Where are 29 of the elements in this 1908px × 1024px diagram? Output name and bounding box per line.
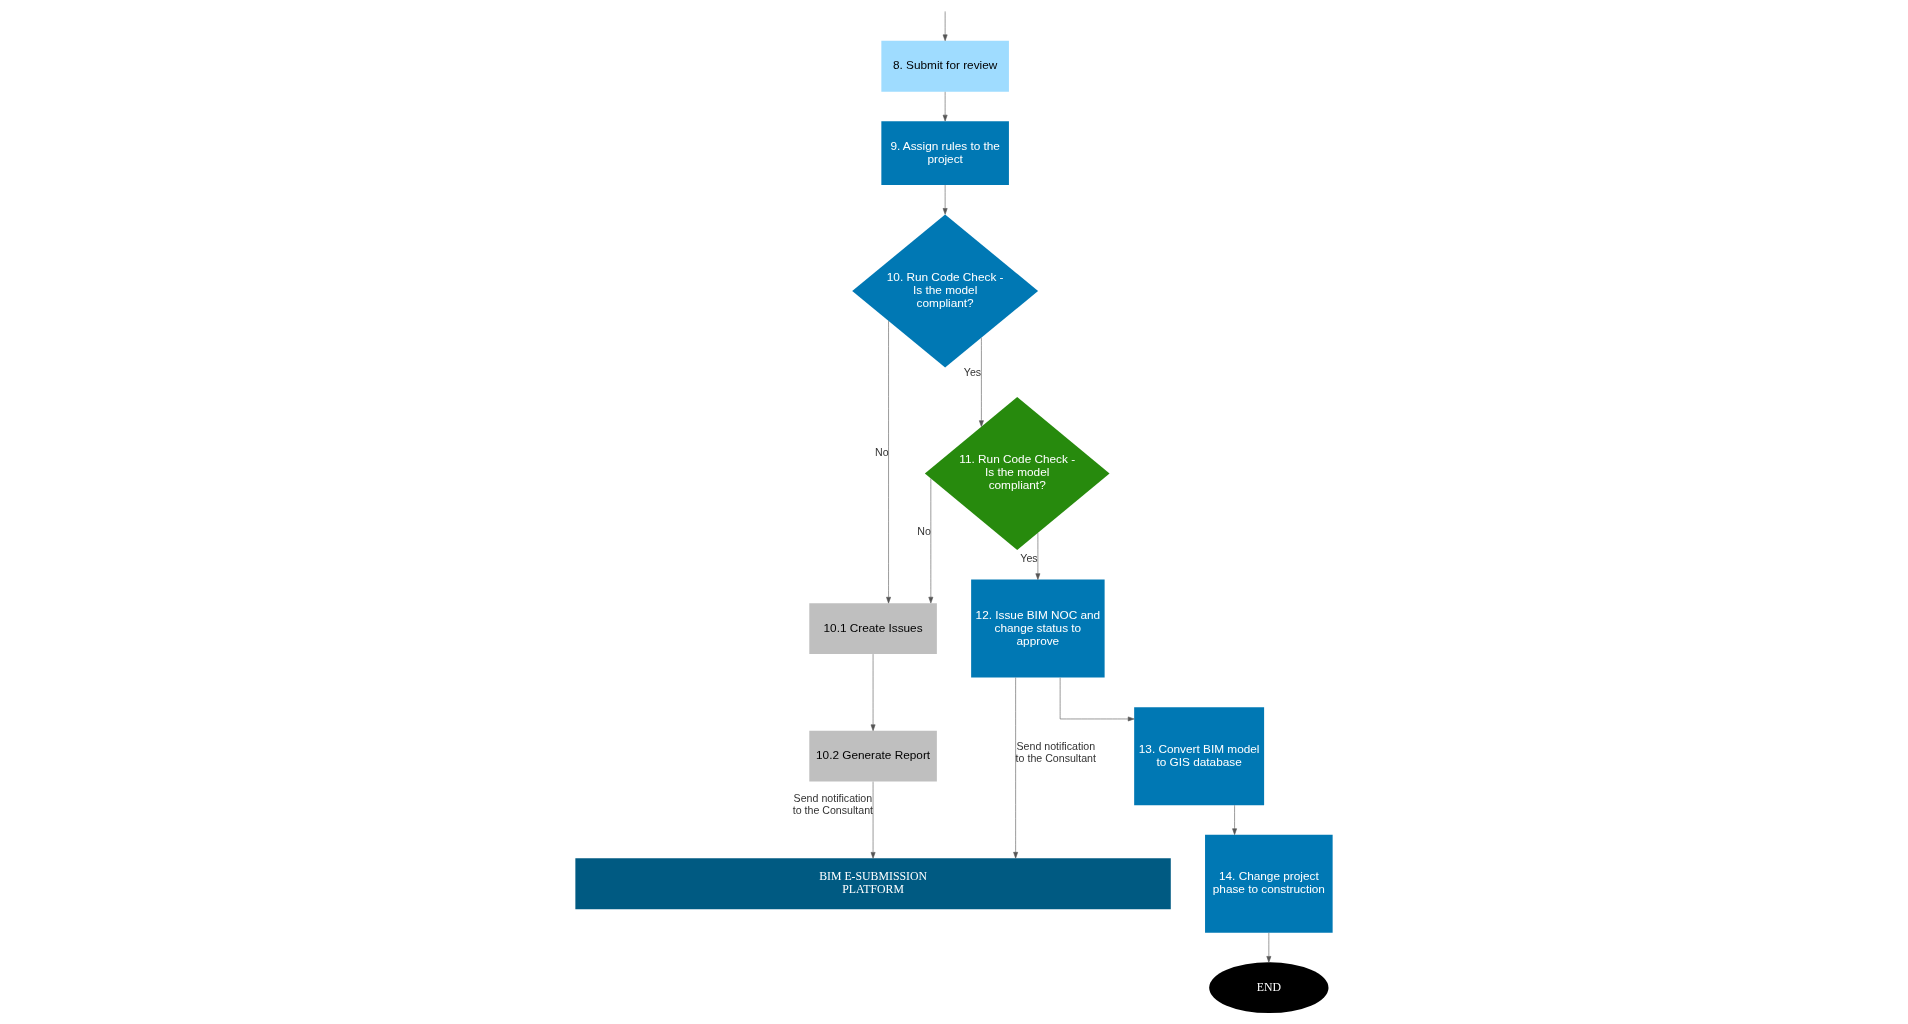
arrow bbox=[870, 781, 876, 859]
arrow bbox=[1035, 532, 1041, 580]
node-box: 10.2 Generate Report bbox=[809, 730, 937, 782]
node-box: 14. Change project phase to construction bbox=[1205, 834, 1333, 933]
arrow bbox=[870, 653, 876, 731]
arrow bbox=[1266, 932, 1272, 963]
arrow bbox=[886, 320, 891, 604]
edge-label: No bbox=[917, 524, 931, 537]
node-ellipse: END bbox=[1209, 962, 1329, 1014]
edge-label: Yes bbox=[963, 365, 982, 378]
edge-label: Yes bbox=[1020, 551, 1038, 564]
node-box: 9. Assign rules to the project bbox=[881, 121, 1009, 185]
arrow bbox=[979, 337, 984, 427]
arrow bbox=[1059, 677, 1135, 722]
edge-label: Send notification to the Consultant bbox=[1015, 739, 1096, 764]
node-box: 8. Submit for review bbox=[881, 40, 1009, 92]
node-box: BIM E-SUBMISSION PLATFORM bbox=[575, 858, 1171, 910]
node-box: 12. Issue BIM NOC and change status to approve bbox=[971, 579, 1105, 678]
arrow bbox=[928, 478, 934, 604]
arrow bbox=[942, 184, 948, 215]
arrow bbox=[1232, 805, 1237, 835]
edge-label: Send notification to the Consultant bbox=[792, 791, 874, 816]
node-box: 13. Convert BIM model to GIS database bbox=[1134, 707, 1265, 806]
node-diamond: 10. Run Code Check - Is the model compliant? bbox=[852, 214, 1039, 368]
node-box: 10.1 Create Issues bbox=[809, 603, 937, 654]
arrow bbox=[942, 11, 948, 42]
edge-label: No bbox=[874, 445, 889, 458]
arrow bbox=[942, 91, 948, 122]
arrow bbox=[1013, 677, 1018, 859]
